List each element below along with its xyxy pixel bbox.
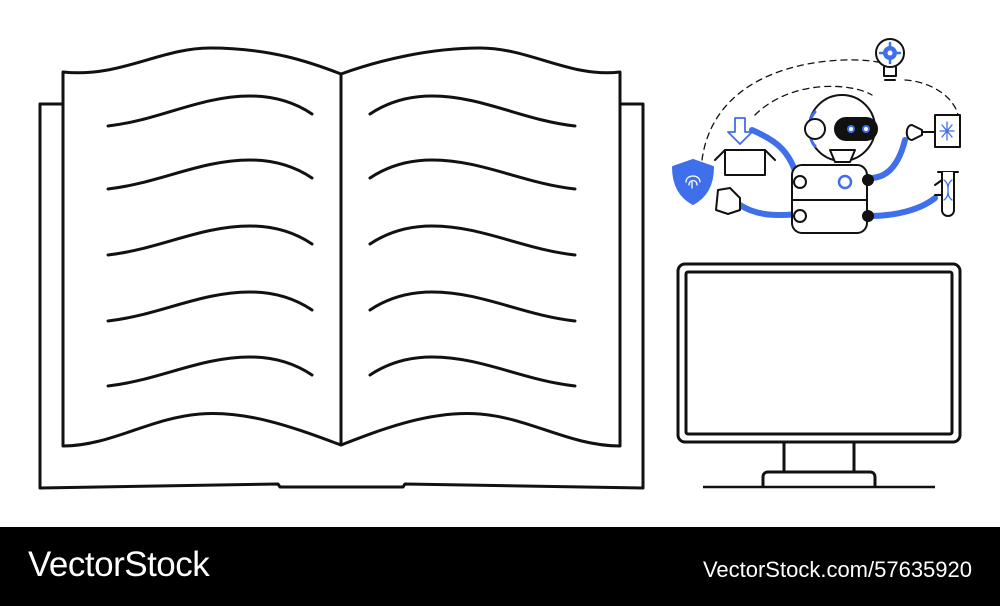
- shield-icon: [672, 159, 714, 205]
- laser-icon: [905, 114, 961, 148]
- robot-head: [804, 94, 878, 163]
- lightbulb-gear-icon: [875, 38, 905, 81]
- robot-body: [791, 164, 874, 234]
- open-book-icon: [38, 46, 645, 490]
- download-box-icon: [714, 117, 776, 176]
- monitor-icon: [676, 262, 962, 489]
- footer-bar: VectorStock VectorStock.com/57635920: [0, 527, 1000, 606]
- brand-logo[interactable]: VectorStock: [28, 545, 210, 584]
- robot-scene: [672, 38, 961, 234]
- stock-url[interactable]: VectorStock.com/57635920: [702, 557, 972, 582]
- illustration-canvas: [38, 38, 962, 490]
- test-tube-dna-icon: [934, 171, 959, 217]
- illustration-svg: [38, 38, 962, 490]
